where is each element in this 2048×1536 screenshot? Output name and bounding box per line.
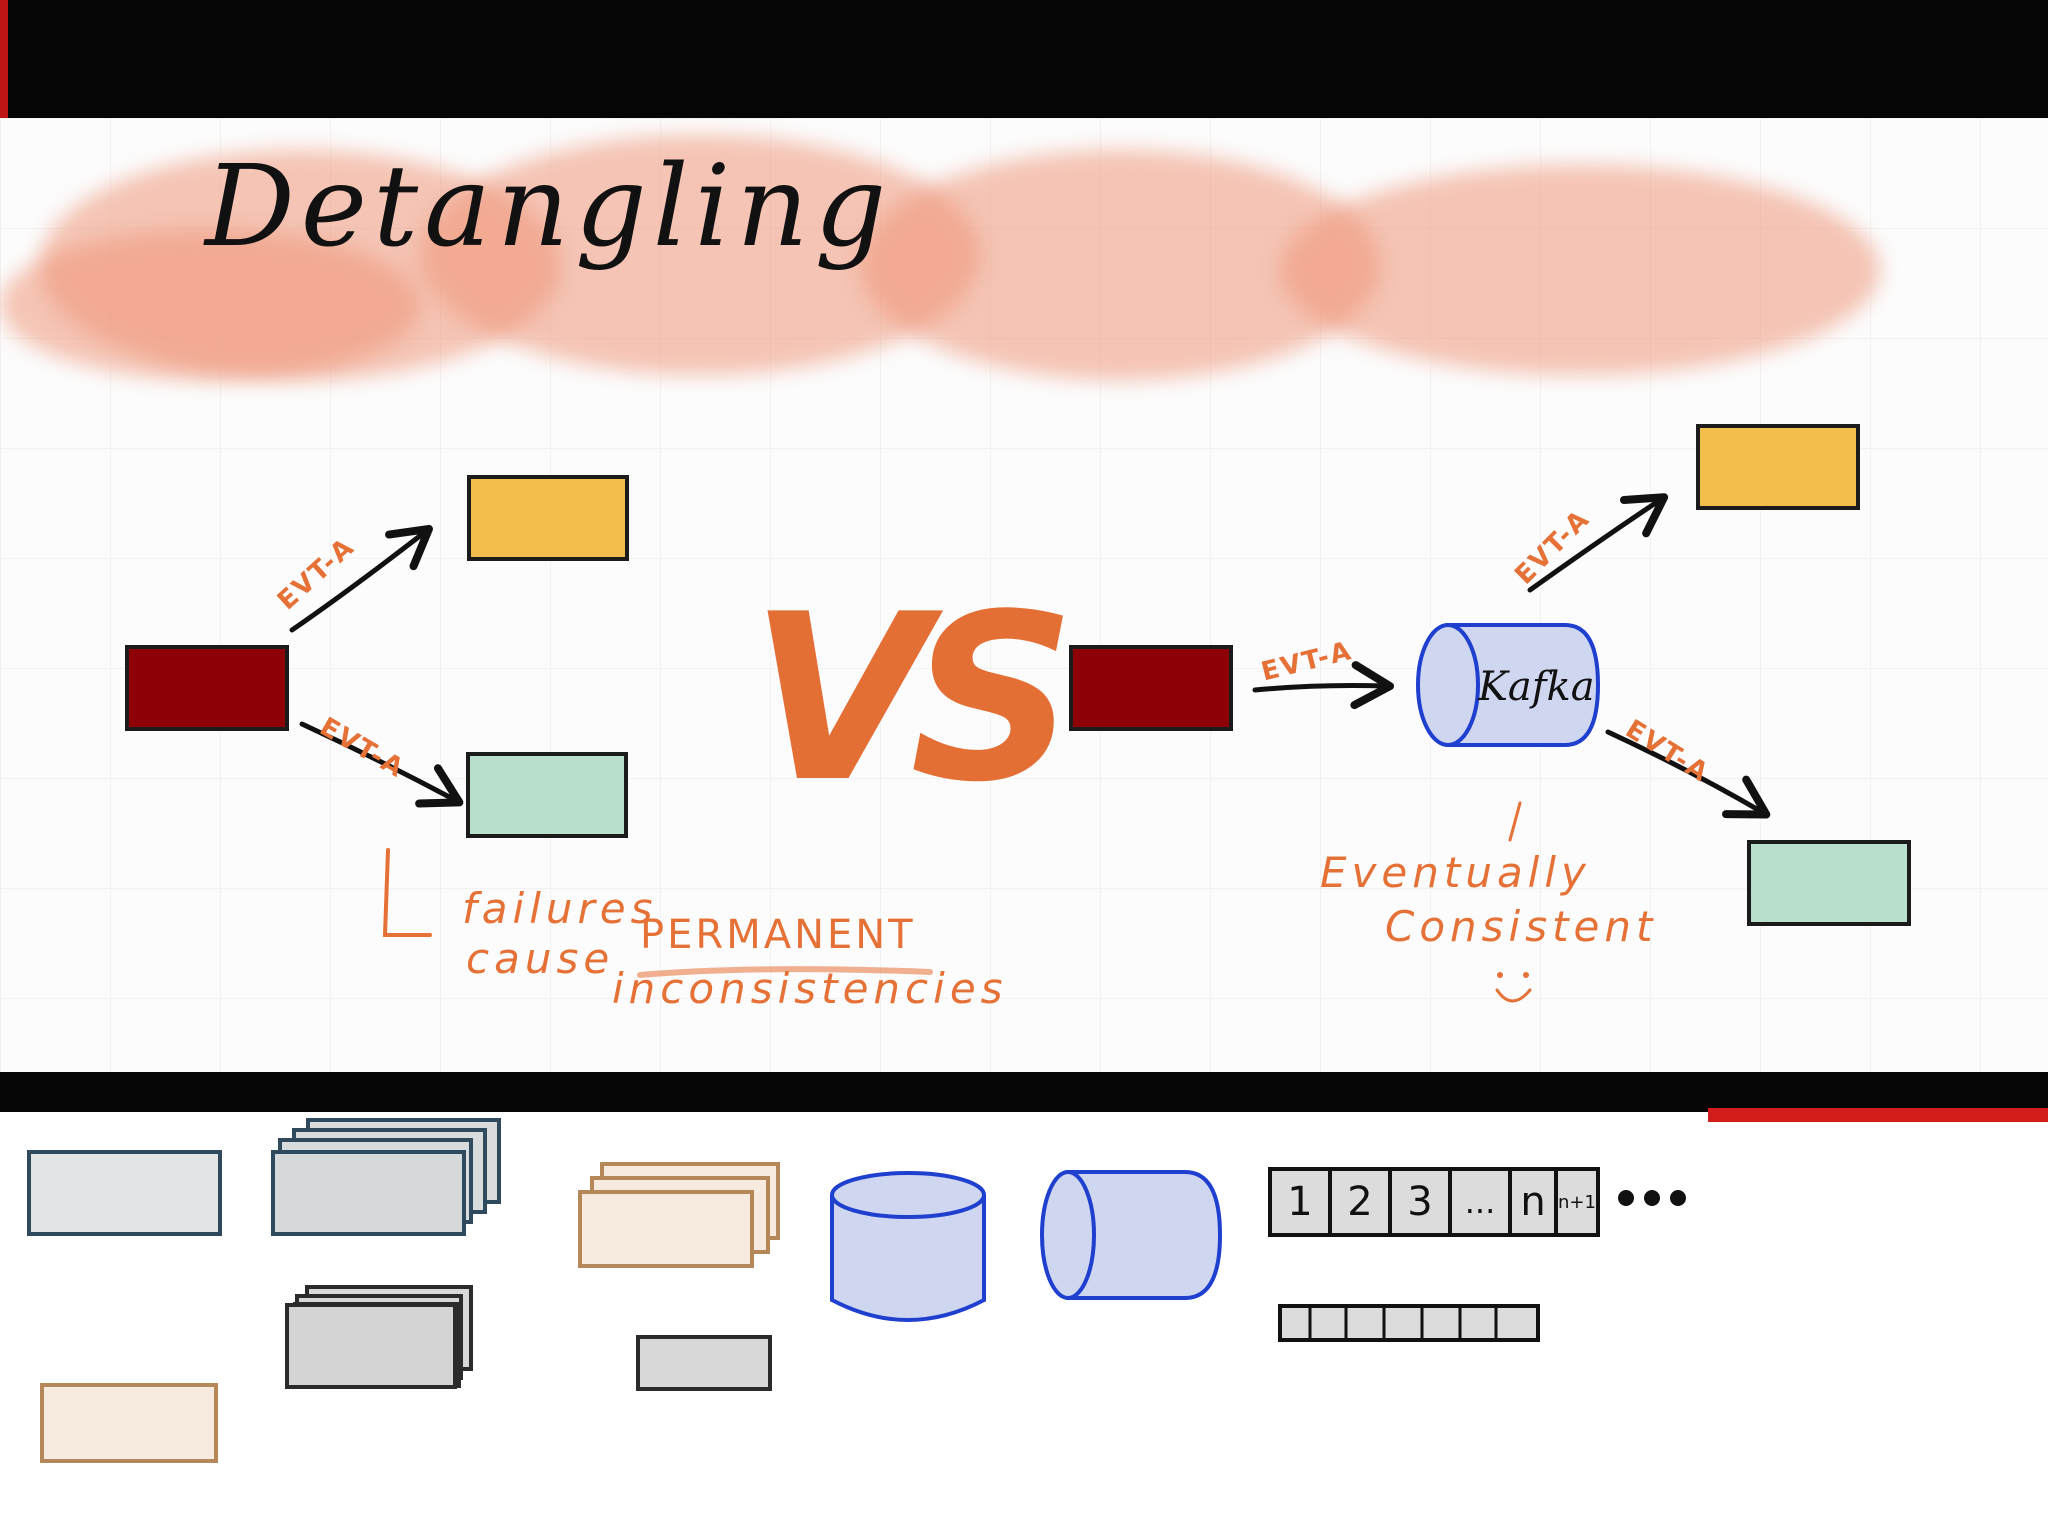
- sequence-cell: ...: [1452, 1171, 1512, 1233]
- right-arrow-to-kafka: [1252, 661, 1394, 710]
- left-note-line2: cause: [466, 934, 615, 983]
- right-consumer-green-box[interactable]: [1747, 840, 1911, 926]
- right-arrow-bottom: [1605, 729, 1771, 819]
- kafka-cylinder[interactable]: [1416, 623, 1601, 747]
- left-note-emphasis: PERMANENT: [640, 912, 916, 958]
- palette-database-cylinder[interactable]: [830, 1171, 986, 1322]
- left-note-line1: failures: [462, 884, 658, 933]
- left-note-line3: inconsistencies: [612, 964, 1008, 1013]
- page-title: Detangling: [205, 142, 893, 272]
- divider-bar: [0, 1072, 2048, 1112]
- palette-small-sequence[interactable]: [1278, 1304, 1540, 1342]
- sequence-cell: 1: [1272, 1171, 1332, 1233]
- kafka-note-tick: [1508, 801, 1522, 842]
- top-toolbar-bar: [0, 0, 2048, 118]
- right-consumer-yellow-box[interactable]: [1696, 424, 1860, 510]
- palette-card-slate[interactable]: [27, 1150, 222, 1236]
- left-producer-box[interactable]: [125, 645, 289, 731]
- permanent-underline: [637, 966, 933, 978]
- divider-red-marker: [1708, 1108, 2048, 1122]
- palette-card-tan[interactable]: [40, 1383, 218, 1463]
- sequence-cell: 2: [1332, 1171, 1392, 1233]
- left-consumer-green-box[interactable]: [466, 752, 628, 838]
- right-arrow-top: [1527, 493, 1669, 593]
- palette-queue-cylinder[interactable]: [1040, 1170, 1223, 1300]
- note-bracket: [382, 848, 432, 937]
- right-note-line2: Consistent: [1385, 902, 1658, 951]
- sequence-cell: n+1: [1558, 1191, 1596, 1213]
- palette-card-gray-small[interactable]: [636, 1335, 772, 1391]
- sequence-cell: 3: [1392, 1171, 1452, 1233]
- sequence-cell: n: [1512, 1171, 1558, 1233]
- left-arrow-top: [289, 524, 433, 633]
- smiley-icon: [1495, 972, 1532, 1003]
- three-dots-icon[interactable]: [1618, 1190, 1686, 1206]
- palette-numbered-sequence[interactable]: 1 2 3 ... n n+1: [1268, 1167, 1600, 1237]
- versus-label: VS: [750, 566, 1076, 833]
- top-bar-edge-marker: [0, 0, 8, 118]
- left-consumer-yellow-box[interactable]: [467, 475, 629, 561]
- left-arrow-bottom: [299, 721, 464, 808]
- right-producer-box[interactable]: [1069, 645, 1233, 731]
- right-note-line1: Eventually: [1320, 848, 1591, 897]
- kafka-label: Kafka: [1478, 664, 1595, 710]
